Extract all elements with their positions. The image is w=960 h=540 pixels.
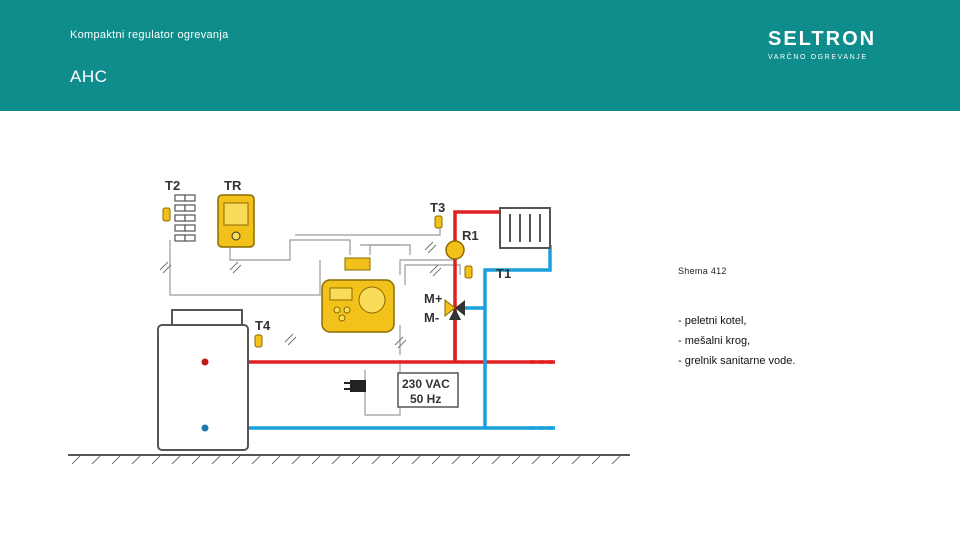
floor-hatching xyxy=(71,455,621,465)
list-item: - grelnik sanitarne vode. xyxy=(678,355,796,367)
controller-unit xyxy=(321,257,395,333)
cable-marks xyxy=(159,241,442,349)
scheme-number: Shema 412 xyxy=(678,266,727,276)
list-item: - peletni kotel, xyxy=(678,315,747,327)
label-t4: T4 xyxy=(255,318,271,333)
logo-tagline: VARČNO OGREVANJE xyxy=(768,54,868,61)
pipe-ends xyxy=(530,360,555,430)
label-tr: TR xyxy=(224,178,242,193)
list-item: - mešalni krog, xyxy=(678,335,751,347)
power-plug-icon xyxy=(344,380,366,392)
room-unit-tr xyxy=(217,194,255,248)
label-t2: T2 xyxy=(165,178,180,193)
radiator xyxy=(499,207,551,249)
label-r1: R1 xyxy=(462,228,479,243)
page-title: AHC xyxy=(70,67,108,86)
label-t1: T1 xyxy=(496,266,511,281)
label-power-voltage: 230 VAC xyxy=(402,377,450,391)
sensor-t3 xyxy=(434,215,443,229)
logo-name: SELTRON xyxy=(768,28,877,50)
brand-logo: SELTRON VARČNO OGREVANJE xyxy=(768,28,876,61)
cold-pipes xyxy=(245,245,555,430)
label-t3: T3 xyxy=(430,200,445,215)
header-subtitle: Kompaktni regulator ogrevanja xyxy=(70,29,229,41)
header-bar: Kompaktni regulator ogrevanja AHC SELTRO… xyxy=(0,0,960,111)
label-m-minus: M- xyxy=(424,310,439,325)
sensor-t1 xyxy=(464,265,473,279)
label-m-plus: M+ xyxy=(424,291,443,306)
boiler xyxy=(157,309,249,451)
pump-r1 xyxy=(445,240,465,260)
component-list: - peletni kotel, - mešalni krog, - greln… xyxy=(678,311,795,371)
power-label-box xyxy=(397,372,459,408)
label-power-frequency: 50 Hz xyxy=(410,392,441,406)
outdoor-sensor-t2 xyxy=(162,194,196,242)
sensor-t4 xyxy=(254,334,263,348)
heating-scheme-diagram: T2 TR T3 R1 T1 M+ M- T4 230 VAC 50 Hz xyxy=(68,178,630,465)
mixing-valve xyxy=(444,298,465,320)
wiring xyxy=(169,225,461,416)
